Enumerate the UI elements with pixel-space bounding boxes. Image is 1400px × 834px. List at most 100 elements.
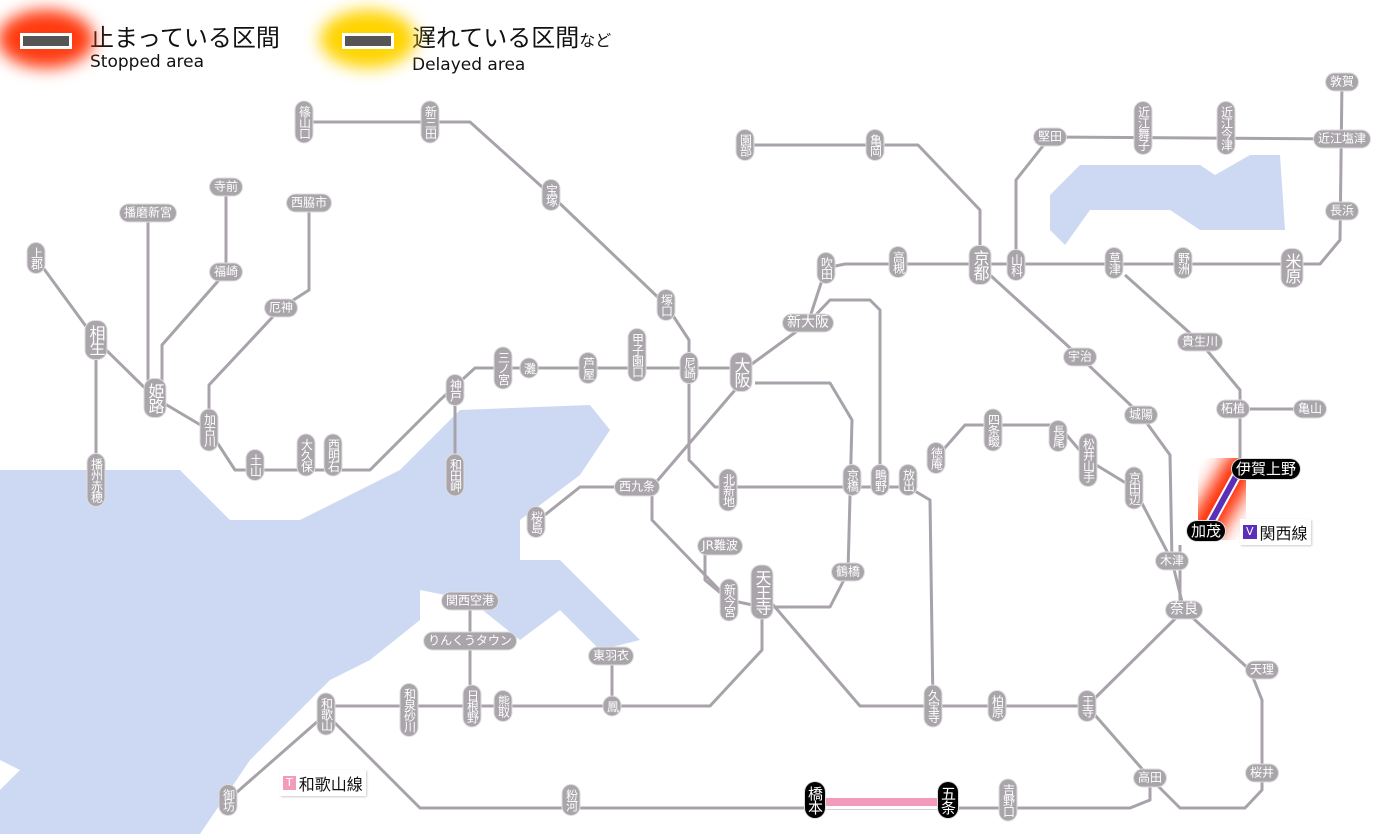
station-label[interactable]: 柏原 xyxy=(988,691,1006,721)
station-label[interactable]: 京都 xyxy=(969,246,991,284)
station-label[interactable]: 近江今津 xyxy=(1217,102,1235,154)
station-label[interactable]: 米原 xyxy=(1281,249,1303,287)
station-label[interactable]: 相生 xyxy=(85,321,107,359)
station-label[interactable]: 柘植 xyxy=(1216,400,1250,418)
station-label[interactable]: 芦屋 xyxy=(579,353,597,383)
line-tag-kansai[interactable]: V 関西線 xyxy=(1240,519,1311,545)
line-name: 和歌山線 xyxy=(298,775,363,794)
station-label[interactable]: 野洲 xyxy=(1174,248,1192,278)
station-label[interactable]: 加茂 xyxy=(1186,521,1226,541)
delayed-swatch xyxy=(320,10,416,68)
station-label[interactable]: りんくうタウン xyxy=(424,632,516,650)
stopped-segment-kansai[interactable] xyxy=(1203,467,1243,533)
station-label[interactable]: 木津 xyxy=(1155,552,1189,570)
station-label[interactable]: 甲子園口 xyxy=(628,329,646,381)
station-label[interactable]: 園部 xyxy=(736,130,754,160)
station-label[interactable]: 播州赤穂 xyxy=(87,454,105,506)
station-label[interactable]: 松井山手 xyxy=(1079,434,1097,486)
station-label[interactable]: 亀岡 xyxy=(866,130,884,160)
station-label[interactable]: 寺前 xyxy=(209,178,243,196)
station-label[interactable]: 城陽 xyxy=(1124,406,1158,424)
station-label[interactable]: 吹田 xyxy=(817,253,835,283)
station-label[interactable]: 奈良 xyxy=(1166,601,1202,619)
station-label[interactable]: 新今宮 xyxy=(720,579,738,621)
station-label[interactable]: 高槻 xyxy=(889,247,907,277)
station-label[interactable]: 橋本 xyxy=(805,782,825,818)
station-label[interactable]: 吉野口 xyxy=(999,779,1017,821)
station-label[interactable]: 草津 xyxy=(1105,248,1123,278)
station-label[interactable]: 宇治 xyxy=(1063,348,1097,366)
station-label[interactable]: 塚口 xyxy=(657,290,675,320)
station-label[interactable]: 京橋 xyxy=(843,465,861,495)
station-label[interactable]: 御坊 xyxy=(219,785,237,815)
station-label[interactable]: 土山 xyxy=(246,450,264,480)
station-label[interactable]: 山科 xyxy=(1007,250,1025,280)
station-label[interactable]: 長尾 xyxy=(1049,421,1067,451)
station-label[interactable]: 天王寺 xyxy=(751,565,773,619)
station-label[interactable]: 篠山口 xyxy=(295,101,313,143)
station-label[interactable]: 徳庵 xyxy=(927,443,945,473)
station-label[interactable]: 尼崎 xyxy=(680,353,698,383)
station-label[interactable]: 鴫野 xyxy=(871,465,889,495)
station-label[interactable]: 北新地 xyxy=(719,469,737,511)
rail-lines xyxy=(34,81,1344,810)
station-label[interactable]: 天理 xyxy=(1245,661,1279,679)
station-label[interactable]: 和泉砂川 xyxy=(400,684,418,736)
station-label[interactable]: 姫路 xyxy=(144,379,166,417)
station-label[interactable]: 鳳 xyxy=(603,696,621,716)
station-label[interactable]: JR難波 xyxy=(698,537,742,555)
station-label[interactable]: 貴生川 xyxy=(1177,333,1223,351)
station-label[interactable]: 関西空港 xyxy=(441,592,499,610)
station-label[interactable]: 西明石 xyxy=(324,434,342,476)
station-label[interactable]: 日根野 xyxy=(463,685,481,727)
station-label[interactable]: 四条畷 xyxy=(984,409,1002,451)
station-label[interactable]: 加古川 xyxy=(200,409,218,451)
legend-delayed-en: Delayed area xyxy=(412,55,526,75)
station-label[interactable]: 京田辺 xyxy=(1125,467,1143,509)
legend-delayed: 遅れている区間など Delayed area xyxy=(320,10,612,75)
station-label[interactable]: 五条 xyxy=(938,782,958,818)
station-label[interactable]: 灘 xyxy=(520,358,538,378)
station-label[interactable]: 近江舞子 xyxy=(1134,102,1152,154)
station-label[interactable]: 熊取 xyxy=(494,691,512,721)
station-label[interactable]: 上郡 xyxy=(27,243,45,273)
station-label[interactable]: 桜井 xyxy=(1245,764,1279,782)
glow-effects xyxy=(792,448,1259,822)
station-label[interactable]: 播磨新宮 xyxy=(119,204,177,222)
stopped-swatch xyxy=(0,10,94,68)
station-label[interactable]: 王寺 xyxy=(1078,691,1096,721)
station-label[interactable]: 高田 xyxy=(1133,769,1167,787)
station-label[interactable]: 西脇市 xyxy=(286,194,332,212)
station-label[interactable]: 和歌山 xyxy=(317,693,335,735)
station-label[interactable]: 亀山 xyxy=(1293,400,1327,418)
station-label[interactable]: 新大阪 xyxy=(783,314,833,332)
station-label[interactable]: 敦賀 xyxy=(1325,73,1359,91)
station-label[interactable]: 粉河 xyxy=(562,785,580,815)
legend-delayed-jp: 遅れている区間 xyxy=(412,24,580,52)
station-label[interactable]: 鶴橋 xyxy=(831,563,865,581)
legend-stopped: 止まっている区間 Stopped area xyxy=(0,10,280,72)
station-label[interactable]: 伊賀上野 xyxy=(1231,459,1301,479)
station-label[interactable]: 桜島 xyxy=(527,507,545,537)
station-label[interactable]: 東羽衣 xyxy=(588,647,634,665)
station-label[interactable]: 宝塚 xyxy=(542,180,560,210)
station-label[interactable]: 福崎 xyxy=(209,263,243,281)
station-label[interactable]: 和田岬 xyxy=(446,454,464,496)
legend-stopped-en: Stopped area xyxy=(90,52,205,72)
station-label[interactable]: 大久保 xyxy=(297,434,315,476)
line-tag-wakayama[interactable]: T 和歌山線 xyxy=(280,770,366,796)
station-label[interactable]: 西九条 xyxy=(614,478,660,496)
station-label[interactable]: 大阪 xyxy=(730,353,752,391)
station-label[interactable]: 神戸 xyxy=(446,375,464,405)
legend-delayed-suffix: など xyxy=(579,31,612,50)
station-label[interactable]: 長浜 xyxy=(1325,202,1359,220)
station-label[interactable]: 久宝寺 xyxy=(924,685,942,727)
line-symbol: T xyxy=(283,776,296,790)
station-label[interactable]: 新三田 xyxy=(421,101,439,143)
station-label[interactable]: 近江塩津 xyxy=(1313,130,1371,148)
station-label[interactable]: 厄神 xyxy=(264,299,298,317)
station-label[interactable]: 放出 xyxy=(899,465,917,495)
station-label[interactable]: 三ノ宮 xyxy=(494,347,512,389)
station-label[interactable]: 堅田 xyxy=(1033,128,1067,146)
